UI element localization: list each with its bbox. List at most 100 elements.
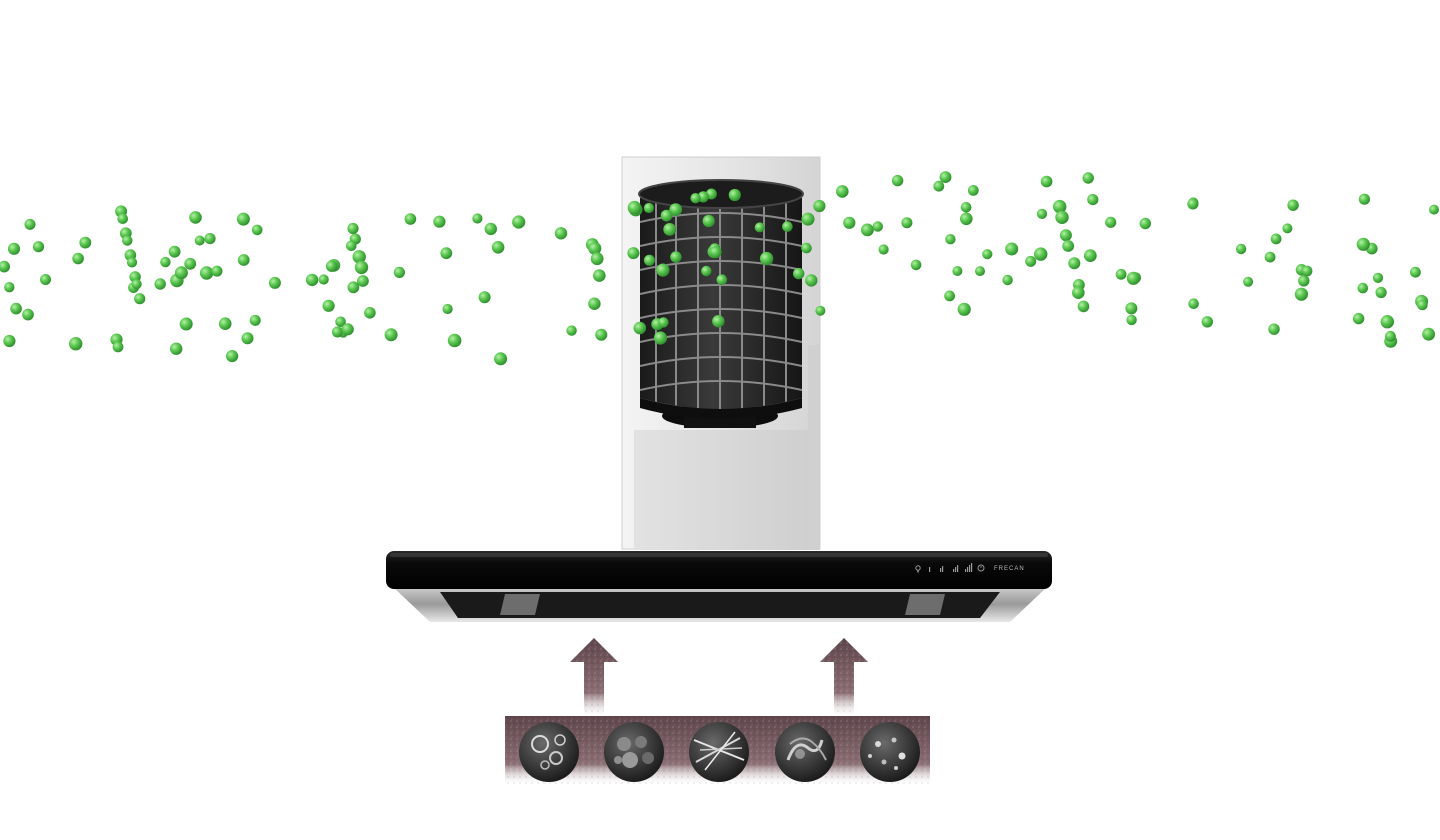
air-particle (566, 325, 576, 335)
arrow-up-right-texture (820, 638, 868, 716)
air-particle (1373, 273, 1383, 283)
air-particle (1116, 269, 1127, 280)
air-particle (170, 343, 182, 355)
air-particle (319, 274, 329, 284)
air-particle (1381, 315, 1394, 328)
air-particle (0, 261, 10, 273)
air-particle (873, 221, 883, 231)
air-particle (1359, 194, 1370, 205)
air-particle (901, 217, 912, 228)
air-particle (940, 171, 952, 183)
dirty-air-stream (505, 638, 930, 784)
air-particle (492, 241, 505, 254)
air-particle (226, 350, 238, 362)
air-particle (1055, 211, 1068, 224)
air-particle (1202, 316, 1213, 327)
air-particle (1188, 298, 1199, 309)
air-particle (1236, 244, 1246, 254)
air-particle (195, 236, 205, 246)
air-particle (1243, 277, 1253, 287)
chimney-side (808, 345, 820, 550)
fibers-icon (689, 722, 749, 782)
air-particle (815, 306, 825, 316)
air-particle (219, 317, 232, 330)
air-particle (670, 251, 681, 262)
air-particle (805, 274, 817, 286)
air-particle (1078, 301, 1090, 313)
air-particle (1002, 275, 1012, 285)
air-particle (443, 304, 453, 314)
air-particle (1187, 198, 1198, 209)
air-particle (3, 335, 15, 347)
air-particle (712, 315, 724, 327)
air-particle (448, 334, 462, 348)
air-particle (755, 222, 765, 232)
air-particle (347, 223, 358, 234)
air-particle (1060, 229, 1072, 241)
air-particle (1072, 286, 1085, 299)
air-particle (342, 323, 354, 335)
air-particle (4, 282, 14, 292)
air-particle (122, 235, 132, 245)
air-particle (793, 268, 804, 279)
air-particle (269, 277, 281, 289)
air-particle (958, 303, 971, 316)
air-particle (813, 200, 825, 212)
pollen-icon (604, 722, 664, 782)
filter-top-rim (639, 180, 803, 208)
air-particle (512, 215, 525, 228)
air-particle (1127, 272, 1140, 285)
air-particle (1358, 283, 1369, 294)
air-particle (1083, 172, 1094, 183)
air-particle (494, 352, 507, 365)
air-particle (242, 332, 254, 344)
air-particle (595, 329, 607, 341)
air-particle (801, 243, 812, 254)
air-particle (160, 257, 170, 267)
hood-canopy: FRECAN (386, 551, 1052, 622)
air-particle (861, 224, 874, 237)
air-particle (306, 274, 318, 286)
air-particle (588, 298, 600, 310)
air-particle (252, 225, 263, 236)
air-particle (1025, 256, 1036, 267)
air-particle (472, 213, 482, 223)
air-particle (658, 317, 668, 327)
air-particle (1062, 240, 1074, 252)
bacteria-icon (519, 722, 579, 782)
canopy-glass-highlight (390, 553, 1048, 557)
air-particle (1041, 176, 1053, 188)
air-particle (332, 327, 343, 338)
chimney-lower (634, 430, 808, 550)
air-particle (79, 237, 91, 249)
air-particle (661, 210, 673, 222)
air-particle (1084, 249, 1097, 262)
air-particle (1298, 275, 1309, 286)
air-particle (628, 201, 642, 215)
air-particle (879, 244, 889, 254)
air-particle (703, 215, 715, 227)
air-particle (184, 258, 196, 270)
air-particle (760, 252, 773, 265)
air-particle (1005, 243, 1018, 256)
air-particle (968, 185, 979, 196)
air-particle (127, 257, 137, 267)
air-particle (690, 193, 700, 203)
air-particle (175, 266, 188, 279)
air-particle (1140, 218, 1151, 229)
air-particle (1410, 267, 1421, 278)
air-particle (394, 267, 405, 278)
air-particle (933, 181, 944, 192)
air-particle (169, 246, 181, 258)
air-particle (479, 291, 491, 303)
air-particle (364, 307, 376, 319)
air-particle (1353, 313, 1364, 324)
air-particle (960, 213, 973, 226)
air-particle (433, 216, 445, 228)
air-particle (1376, 287, 1387, 298)
air-particle (69, 337, 82, 350)
hood-brand-logo: FRECAN (994, 566, 1025, 572)
air-particle (952, 266, 962, 276)
air-particle (485, 223, 497, 235)
